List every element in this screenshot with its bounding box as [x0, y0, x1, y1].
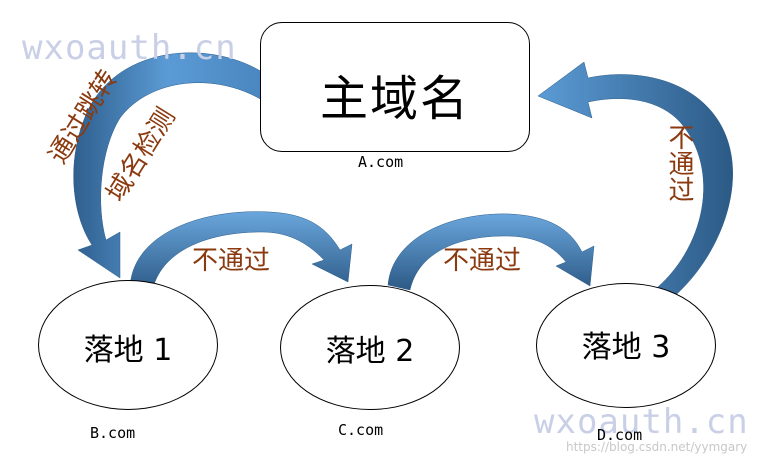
landing-node-2-url: C.com [338, 421, 384, 439]
arrow-node3-to-main [537, 61, 733, 301]
watermark-top-left: wxoauth.cn [22, 28, 237, 68]
main-domain-url: A.com [358, 153, 404, 171]
landing-node-3-label: 落地 3 [581, 330, 671, 365]
node2-to-node3-label: 不通过 [443, 246, 522, 276]
landing-node-3-url: D.com [597, 426, 643, 444]
landing-node-1-label: 落地 1 [83, 333, 173, 368]
arrow-node1-to-node2 [129, 211, 353, 293]
csdn-watermark: https://blog.csdn.net/yymgary [566, 440, 748, 454]
node1-to-node2-label: 不通过 [192, 246, 271, 276]
arrow-node2-to-node3 [387, 213, 595, 291]
arrow-main-to-node1 [73, 52, 263, 279]
landing-node-1: 落地 1 [38, 280, 218, 410]
landing-node-2-label: 落地 2 [325, 334, 415, 369]
watermark-bottom-right: wxoauth.cn [534, 402, 749, 442]
node3-to-main-label: 不通过 [664, 124, 694, 202]
landing-node-2: 落地 2 [280, 285, 460, 410]
main-domain-box: 主域名 [260, 22, 530, 152]
landing-node-3: 落地 3 [536, 283, 716, 408]
main-domain-label: 主域名 [319, 71, 470, 127]
landing-node-1-url: B.com [90, 424, 136, 442]
